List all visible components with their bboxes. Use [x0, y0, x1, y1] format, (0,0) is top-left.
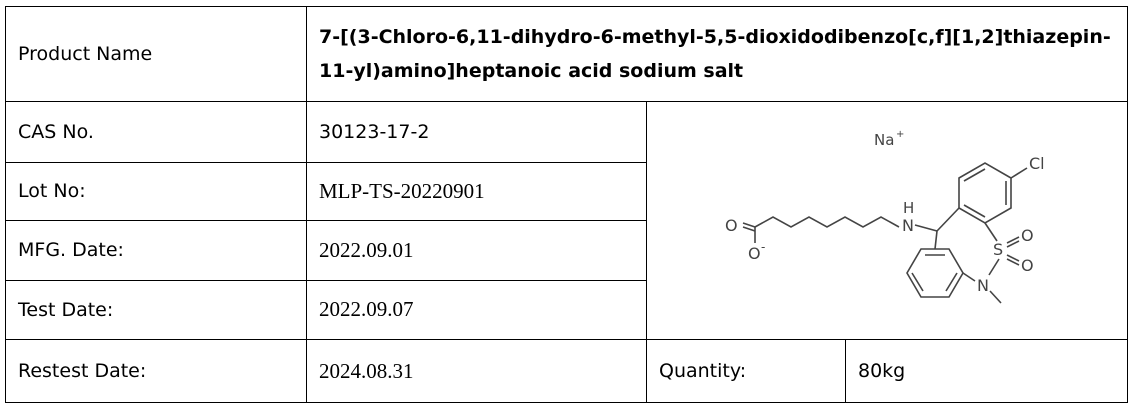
carboxylate-charge: -: [761, 240, 765, 254]
lot-value: MLP-TS-20220901: [306, 161, 647, 221]
lot-label: Lot No:: [5, 161, 307, 221]
product-name-label: Product Name: [5, 6, 307, 102]
restest-label: Restest Date:: [5, 339, 307, 403]
amine-h-label: H: [903, 199, 914, 217]
sulfonyl-oxygen-1: O: [1021, 226, 1034, 245]
product-spec-table: Product Name 7-[(3-Chloro-6,11-dihydro-6…: [5, 6, 1128, 403]
sulfonyl-oxygen-2: O: [1021, 256, 1034, 275]
row-product-name: Product Name 7-[(3-Chloro-6,11-dihydro-6…: [5, 6, 1128, 102]
row-mfg: MFG. Date: 2022.09.01: [5, 219, 1128, 281]
restest-value: 2024.08.31: [306, 339, 647, 403]
product-name-value: 7-[(3-Chloro-6,11-dihydro-6-methyl-5,5-d…: [306, 6, 1128, 102]
test-value: 2022.09.07: [306, 279, 647, 341]
row-cas: CAS No. 30123-17-2 Na + Cl S: [5, 100, 1128, 341]
carbonyl-oxygen-label: O: [725, 216, 738, 235]
mfg-value: 2022.09.01: [306, 219, 647, 281]
chemical-structure-cell: Na + Cl S O O: [646, 100, 1128, 341]
cas-value: 30123-17-2: [306, 100, 647, 163]
lower-benzene-ring: [906, 248, 964, 299]
quantity-label: Quantity:: [646, 339, 846, 403]
upper-benzene-ring: [958, 162, 1012, 225]
counterion-label: Na: [874, 131, 894, 149]
row-lot: Lot No: MLP-TS-20220901: [5, 161, 1128, 221]
heptanoate-chain: [754, 216, 900, 229]
row-test: Test Date: 2022.09.07: [5, 279, 1128, 341]
ring-nitrogen-label: N: [977, 276, 989, 295]
test-label: Test Date:: [5, 279, 307, 341]
quantity-value: 80kg: [845, 339, 1128, 403]
chloro-label: Cl: [1029, 154, 1045, 173]
cas-label: CAS No.: [5, 100, 307, 163]
amine-n-label: N: [902, 216, 914, 235]
mfg-label: MFG. Date:: [5, 219, 307, 281]
row-restest: Restest Date: 2024.08.31 Quantity: 80kg: [5, 339, 1128, 403]
sulfur-label: S: [993, 240, 1003, 259]
chemical-structure-image: Na + Cl S O O: [725, 129, 1045, 305]
counterion-charge: +: [896, 129, 904, 140]
carboxylate-oxygen-label: O: [748, 244, 761, 263]
